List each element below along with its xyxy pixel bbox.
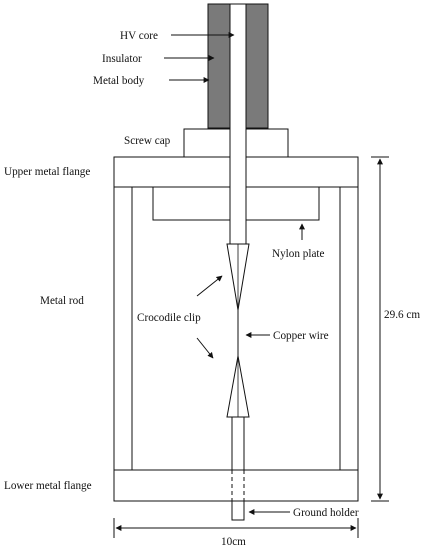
hv-core-rod [229,3,247,245]
crocodile-clip-arrow-lower [196,337,214,359]
crocodile-clip-arrow-upper [196,275,223,297]
label-width-dimension: 10cm [221,536,246,548]
label-screw-cap: Screw cap [124,135,171,147]
lower-metal-flange [113,469,359,502]
label-hv-core: HV core [120,30,158,42]
label-height-dimension: 29.6 cm [384,309,420,321]
label-insulator: Insulator [102,53,142,65]
label-metal-rod: Metal rod [40,295,84,307]
label-crocodile-clip: Crocodile clip [137,312,201,324]
label-nylon-plate: Nylon plate [272,248,325,260]
label-upper-metal-flange: Upper metal flange [4,166,90,178]
label-lower-metal-flange: Lower metal flange [4,480,92,492]
metal-rod-left [113,186,133,471]
metal-body-left [207,3,231,129]
metal-rod-right [339,186,359,471]
ground-holder [231,500,245,521]
label-metal-body: Metal body [93,75,145,87]
label-ground-holder: Ground holder [293,507,359,519]
metal-body-right [245,3,269,129]
label-copper-wire: Copper wire [273,330,329,342]
